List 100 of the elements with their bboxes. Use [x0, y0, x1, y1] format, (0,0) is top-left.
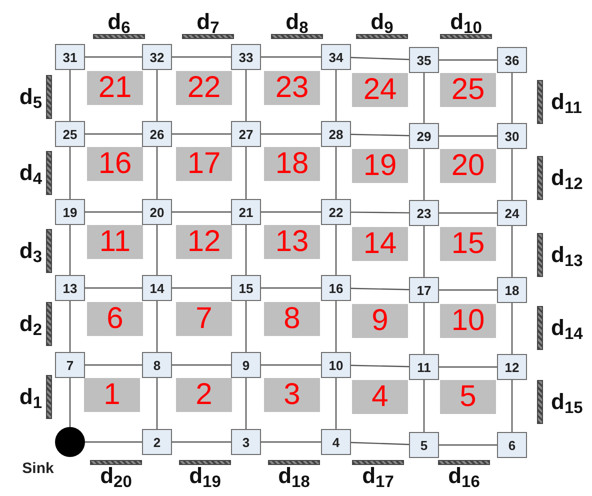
connector-line — [69, 225, 71, 275]
distance-label: d$_{5}$ — [19, 86, 42, 108]
connector-line — [261, 56, 321, 58]
connector-line — [335, 70, 337, 121]
node-box: 10 — [321, 352, 351, 378]
connector-line — [423, 149, 425, 200]
cell-box: 21 — [87, 71, 143, 105]
cell-box: 19 — [352, 149, 408, 183]
node-box: 24 — [497, 200, 527, 226]
connector-line — [85, 364, 142, 366]
distance-label: d$_{19}$ — [189, 465, 221, 487]
node-box: 11 — [409, 354, 439, 380]
cell-box: 5 — [440, 380, 496, 414]
connector-line — [245, 147, 247, 199]
connector-line — [85, 56, 142, 58]
node-box: 35 — [409, 47, 439, 73]
connector-line — [335, 378, 337, 429]
connector-line — [511, 226, 513, 277]
node-box: 33 — [231, 44, 261, 70]
node-box: 30 — [497, 123, 527, 149]
cell-box: 3 — [264, 378, 320, 412]
connector-line — [335, 147, 337, 199]
cell-box: 12 — [176, 225, 232, 259]
node-box: 23 — [409, 200, 439, 226]
connector-line — [156, 70, 158, 121]
connector-line — [261, 287, 321, 289]
distance-label: d$_{1}$ — [19, 386, 42, 408]
connector-line — [85, 133, 142, 135]
connector-line — [423, 303, 425, 354]
distance-label: d$_{18}$ — [278, 465, 310, 487]
connector-line — [261, 133, 321, 135]
node-box: 17 — [409, 277, 439, 303]
connector-line — [85, 441, 142, 443]
connector-line — [245, 378, 247, 429]
cell-box: 20 — [440, 149, 496, 183]
connector-line — [423, 226, 425, 277]
connector-line — [69, 147, 71, 199]
distance-label: d$_{11}$ — [551, 91, 582, 113]
connector-line — [156, 378, 158, 429]
connector-line — [85, 211, 142, 213]
connector-line — [261, 364, 321, 366]
node-box: 31 — [55, 44, 85, 70]
connector-line — [511, 380, 513, 432]
distance-label: d$_{8}$ — [286, 11, 308, 33]
connector-line — [172, 364, 231, 366]
cell-box: 7 — [176, 302, 232, 336]
node-box: 22 — [321, 199, 351, 225]
node-box: 4 — [321, 429, 351, 455]
connector-line — [172, 211, 231, 213]
distance-label: d$_{14}$ — [551, 317, 583, 339]
node-box: 2 — [142, 429, 172, 455]
distance-label: d$_{4}$ — [19, 162, 42, 184]
connector-line — [439, 59, 497, 61]
node-box: 5 — [409, 432, 439, 458]
connector-line — [69, 378, 71, 427]
distance-label: d$_{10}$ — [450, 11, 482, 33]
connector-line — [172, 287, 231, 289]
cell-box: 22 — [176, 71, 232, 105]
cell-box: 8 — [264, 302, 320, 336]
connector-line — [245, 225, 247, 275]
cell-box: 17 — [176, 147, 232, 181]
connector-line — [245, 70, 247, 121]
cell-box: 23 — [264, 71, 320, 105]
distance-label: d$_{7}$ — [196, 11, 220, 33]
cell-box: 14 — [352, 227, 408, 261]
connector-line — [335, 301, 337, 352]
connector-line — [69, 301, 71, 352]
connector-line — [439, 444, 497, 446]
connector-line — [261, 441, 321, 443]
node-box: 16 — [321, 275, 351, 301]
connector-line — [351, 212, 409, 214]
cell-box: 15 — [440, 227, 496, 261]
connector-line — [350, 442, 410, 446]
distance-label: d$_{15}$ — [551, 391, 583, 413]
distance-label: d$_{9}$ — [370, 11, 394, 33]
distance-label: d$_{3}$ — [19, 240, 42, 262]
node-box: 14 — [142, 275, 172, 301]
connector-line — [439, 366, 497, 368]
node-box: 13 — [55, 275, 85, 301]
node-box: 3 — [231, 429, 261, 455]
connector-line — [156, 225, 158, 275]
node-box: 19 — [55, 199, 85, 225]
connector-line — [172, 56, 231, 58]
node-box: 29 — [409, 123, 439, 149]
node-box: 21 — [231, 199, 261, 225]
cell-box: 2 — [176, 378, 232, 412]
connector-line — [439, 289, 497, 291]
connector-line — [423, 73, 425, 123]
connector-line — [335, 225, 337, 275]
connector-line — [69, 70, 71, 121]
distance-label: d$_{16}$ — [448, 465, 480, 487]
connector-line — [511, 149, 513, 200]
node-box: 20 — [142, 199, 172, 225]
connector-line — [172, 441, 231, 443]
node-box: 6 — [497, 432, 527, 458]
node-box: 7 — [55, 352, 85, 378]
distance-label: d$_{17}$ — [362, 465, 394, 487]
connector-line — [350, 134, 410, 136]
distance-label: d$_{12}$ — [551, 167, 583, 189]
node-box: 28 — [321, 121, 351, 147]
